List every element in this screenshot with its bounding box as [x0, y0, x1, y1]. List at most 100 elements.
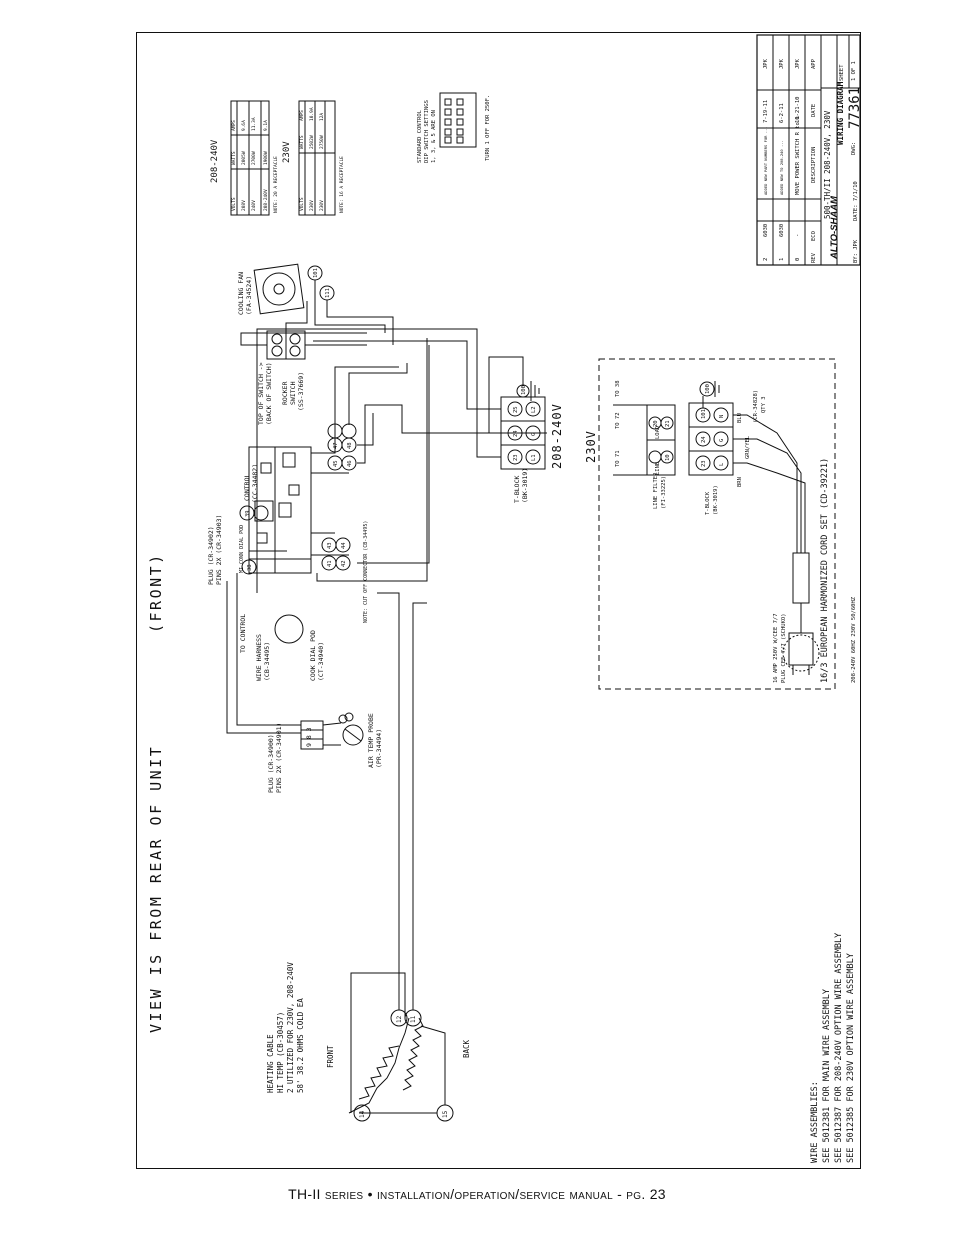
terminal-14: 14 [359, 1110, 366, 1118]
t208-head-amps: AMPS [231, 120, 237, 131]
t208-head-watts: WATTS [231, 151, 237, 165]
filter-line-2: (FI-33225) [661, 476, 667, 509]
wire-assy-3: SEE 5012385 FOR 230V OPTION WIRE ASSEMBL… [846, 953, 856, 1163]
air-probe [226, 581, 364, 750]
euro-23: 23 [701, 460, 707, 467]
date-label: DATE: 7/1/10 [853, 181, 859, 221]
tb-letter-l1: L1 [531, 454, 537, 461]
drawing-type: WIRING DIAGRAM [836, 81, 845, 145]
terminal-11: 11 [410, 1015, 417, 1023]
ctl-term-47: 47 [333, 442, 339, 449]
dwg-label: DWG: [851, 142, 857, 155]
rocker-line-1: TOP OF SWITCH -> [257, 362, 265, 425]
t208-note: NOTE: 20 A RECEPTACLE [273, 156, 279, 213]
t208-r1-w: 2005W [241, 151, 247, 165]
fan-line-2: (FA-34524) [245, 276, 253, 315]
rev-2-rev: 2 [763, 258, 769, 261]
t208-r1-a: 9.6A [241, 120, 247, 131]
drawing-sheet: VIEW IS FROM REAR OF UNIT (FRONT) HEATIN… [136, 32, 863, 1169]
main-tblock [256, 328, 546, 593]
head-eco: ECO [811, 231, 817, 241]
rev-2-eco: 6030 [763, 224, 769, 237]
cook-pod-line-2: (CT-34940) [317, 642, 325, 681]
wire-brn: BRN [737, 477, 743, 487]
t230-head-watts: WATTS [299, 135, 305, 149]
mi-conn-label: MI CONN DIAL POD [239, 525, 245, 573]
to-72: TO 72 [615, 412, 621, 429]
head-desc: DESCRIPTION [811, 147, 817, 183]
table-230-title: 230V [282, 141, 292, 163]
tb-letter-g: G [531, 433, 537, 436]
t230-r2-a: 12A [319, 113, 325, 121]
footer-text: series • installation/operation/service … [324, 1186, 666, 1202]
cook-pod-line-1: COOK DIAL POD [309, 630, 317, 681]
t230-r2-v: 230V [319, 200, 325, 211]
dwg-number: 77361 [847, 87, 862, 129]
wire-assy-2: SEE 5012387 FOR 208-240V OPTION WIRE ASS… [834, 933, 844, 1163]
footer-series: TH-II [288, 1186, 321, 1202]
rev-1-date: 6-2-11 [779, 103, 785, 123]
front-label: FRONT [326, 1045, 335, 1068]
cr-line-2: QTY 3 [761, 396, 767, 413]
filter-load: LOAD [655, 426, 661, 439]
euro-n: N [719, 415, 725, 418]
euro-l: L [719, 462, 725, 466]
euro-plug-line-2: PLUG CEE 7/7 (SCHUKO) [781, 613, 787, 683]
plug-control-line-2: PINS 2X (CR-34903) [215, 515, 223, 585]
dip-switch [439, 92, 477, 148]
rev-0-date: 10-21-10 [795, 97, 801, 124]
label-208-240: 208-240V [550, 403, 564, 469]
heating-cable-line-1: HEATING CABLE [266, 1034, 275, 1093]
fan-line-1: COOLING FAN [237, 272, 245, 315]
t230-r2-w: 2750W [319, 135, 325, 149]
sheet-value: 1 OF 1 [851, 61, 857, 81]
ctl-term-42: 42 [341, 560, 347, 567]
control-wires [236, 338, 547, 582]
dip-line-3: 1, 3, & 5 ARE ON [431, 110, 437, 163]
cut-off-note: NOTE: CUT OFF CONNECTOR (CB-34495) [363, 521, 369, 623]
ctl-term-41: 41 [327, 560, 333, 567]
tb-term-23: 23 [513, 454, 519, 461]
euro-tblock-line-2: (BK-3019) [713, 485, 719, 515]
plug-control-line-1: PLUG (CR-34902) [207, 526, 215, 585]
tb-term-25: 25 [513, 406, 519, 413]
rev-1-rev: 1 [779, 258, 785, 261]
wiring-diagram: VIEW IS FROM REAR OF UNIT (FRONT) HEATIN… [147, 34, 863, 1163]
rocker-line-2: (BACK OF SWITCH) [265, 362, 273, 425]
rocker-line-4: SWITCH [289, 381, 297, 405]
wire-harness-line-1: TO CONTROL [239, 614, 247, 653]
rocker-line-3: ROCKER [281, 381, 289, 405]
ground-term: 100 [521, 385, 527, 395]
euro-24: 24 [701, 436, 707, 443]
air-probe-line-1: AIR TEMP PROBE [367, 713, 375, 768]
cook-dial-pod [274, 614, 304, 644]
to-71: TO 71 [615, 450, 621, 467]
rev-0-eco: - [795, 234, 801, 237]
rev-2-desc: ADDED NEW PART NUMBERS FOR ... [763, 126, 768, 195]
plug-probe-line-2: PINS 2X (CR-34901) [275, 723, 283, 793]
terminal-12: 12 [396, 1015, 403, 1023]
head-app: APP [811, 58, 817, 69]
euro-101: 101 [701, 409, 707, 419]
dip-line-2: DIP SWITCH SETTINGS [424, 100, 430, 163]
t208-r2-w: 2700W [251, 151, 257, 165]
euro-title: 16/3 EUROPEAN HARMONIZED CORD SET (CD-39… [820, 458, 830, 683]
rev-0-desc: MOVE POWER SWITCH R to L [795, 115, 801, 195]
rocker-switch [240, 301, 367, 360]
terminal-15: 15 [442, 1110, 449, 1118]
euro-100: 100 [705, 384, 711, 394]
t230-r1-v: 230V [309, 200, 315, 211]
t230-r1-w: 2502W [309, 135, 315, 149]
filter-line: LINE [655, 462, 661, 475]
front-title: (FRONT) [147, 552, 165, 633]
wire-blu: BLU [737, 413, 743, 423]
table-208-title: 208-240V [210, 139, 220, 183]
air-probe-line-2: (PR-34494) [375, 729, 383, 768]
heating-cable-line-3: 2 UTILIZED FOR 230V, 208-240V [286, 962, 295, 1093]
plug-probe-line-1: PLUG (CR-34900) [267, 734, 275, 793]
heating-cable-line-4: 58' 38.2 OHMS COLD EA [296, 998, 305, 1093]
dip-note: TURN 1 OFF FOR 250F. [485, 95, 491, 161]
tb-term-24: 24 [513, 430, 519, 437]
euro-plug-line-1: 16 AMP 250V W/CEE 7/7 [773, 613, 779, 683]
wire-harness-line-2: WIRE HARNESS [255, 634, 263, 681]
